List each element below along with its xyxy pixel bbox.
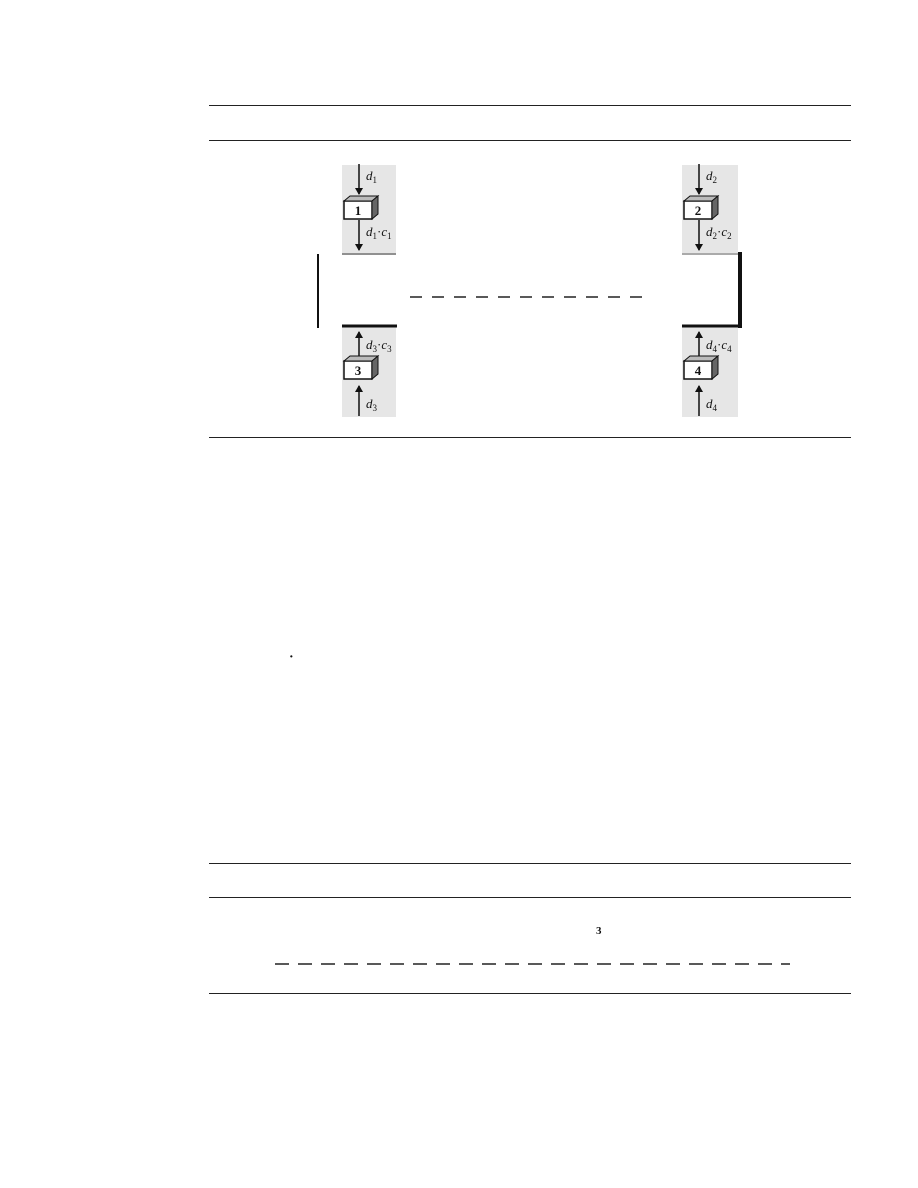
output-label-2: d2·c2 [706, 224, 732, 241]
node-1: 1 d1 d1·c1 [342, 164, 392, 251]
input-label-3: d3 [366, 396, 378, 413]
table-top-rule-lower [209, 897, 851, 898]
stray-mark-a: · [289, 650, 294, 665]
input-label-1: d1 [366, 168, 377, 185]
input-label-2: d2 [706, 168, 717, 185]
table-top-rule-upper [209, 863, 851, 864]
stray-mark-b: 3 [596, 925, 602, 937]
figure-top-rule-lower [209, 140, 851, 141]
node-label-1: 1 [355, 203, 362, 218]
node-label-2: 2 [695, 203, 702, 218]
figure-bottom-rule [209, 437, 851, 438]
input-label-4: d4 [706, 396, 718, 413]
output-label-4: d4·c4 [706, 337, 732, 354]
output-label-3: d3·c3 [366, 337, 392, 354]
node-2: 2 d2 d2·c2 [682, 164, 732, 251]
output-label-1: d1·c1 [366, 224, 392, 241]
node-label-3: 3 [355, 363, 362, 378]
table-bottom-rule [209, 993, 851, 994]
node-4: 4 d4·c4 d4 [682, 331, 732, 416]
node-3: 3 d3·c3 d3 [342, 331, 392, 416]
node-label-4: 4 [695, 363, 702, 378]
figure-top-rule-upper [209, 105, 851, 106]
